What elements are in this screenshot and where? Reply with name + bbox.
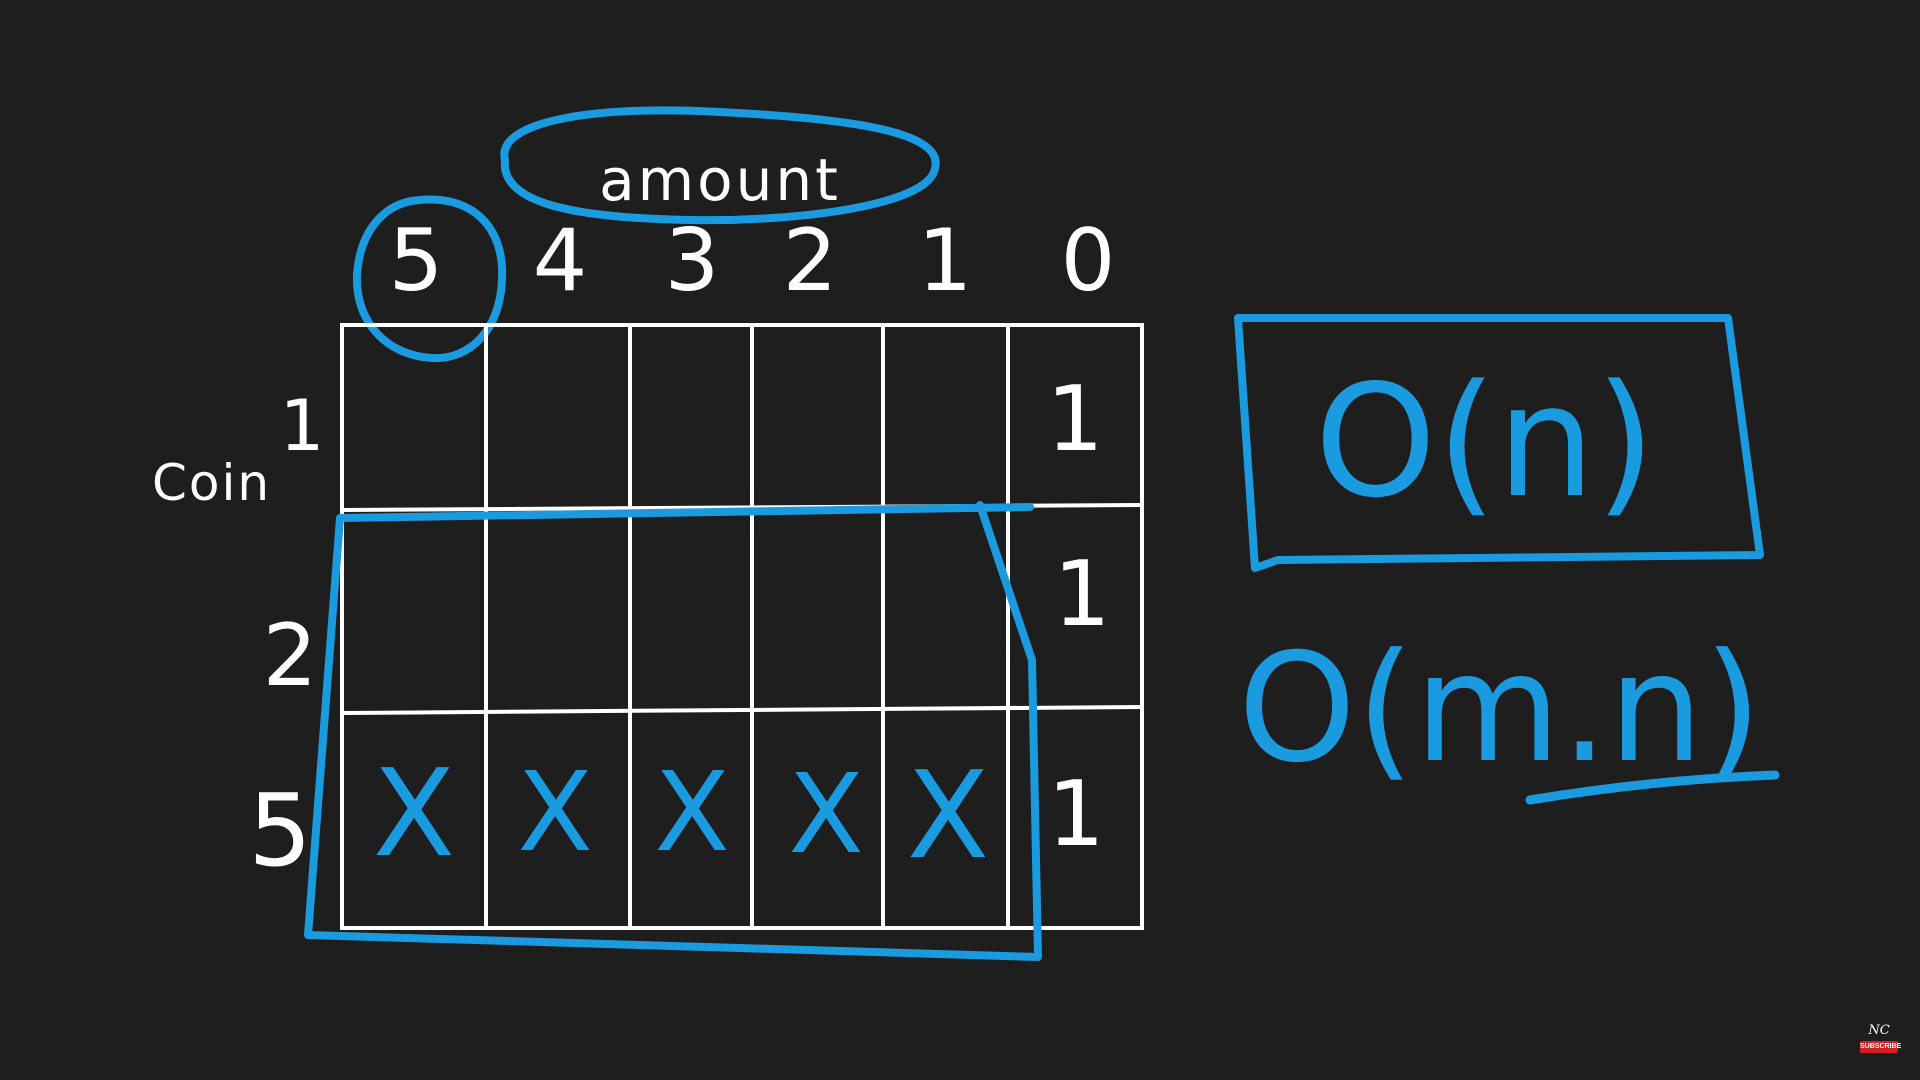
- table-cell: 1: [1046, 367, 1103, 472]
- column-header: 5: [389, 211, 444, 311]
- row-coin-label: 1: [280, 385, 325, 467]
- row-labels: Coin 1 2 5: [152, 385, 324, 889]
- complexity-box-outline: [1234, 314, 1764, 572]
- table-cell: 1: [1053, 542, 1110, 647]
- column-header: 1: [918, 211, 973, 311]
- column-header: 4: [533, 211, 588, 311]
- space-complexity-box: O(n): [1234, 314, 1764, 572]
- amount-ellipse: [500, 106, 940, 225]
- channel-watermark[interactable]: NC SUBSCRIBE: [1860, 1023, 1901, 1060]
- time-complexity: O(m.n): [1238, 622, 1780, 805]
- table-cell-x: X: [517, 748, 592, 876]
- table-cell-x: X: [788, 750, 863, 878]
- table-cell-x: X: [654, 748, 729, 876]
- dp-table-grid: [340, 323, 1144, 930]
- table-cells: 1 1 1 X X X X X: [373, 367, 1111, 886]
- subscribe-badge[interactable]: SUBSCRIBE: [1860, 1041, 1901, 1053]
- complexity-underline: [1525, 770, 1780, 805]
- table-cell-x: X: [907, 747, 989, 886]
- amount-label: amount: [599, 146, 841, 214]
- subproblem-bracket: [304, 501, 1042, 961]
- row-coin-label: 2: [263, 606, 318, 706]
- coin-axis-label: Coin: [152, 454, 271, 512]
- column-header: 2: [783, 211, 838, 311]
- column-header: 3: [665, 211, 720, 311]
- row-coin-label: 5: [248, 772, 312, 889]
- amount-header: amount: [500, 106, 940, 225]
- complexity-other-text: O(m.n): [1238, 622, 1762, 796]
- complexity-boxed-text: O(n): [1314, 351, 1655, 532]
- table-outline: [340, 323, 1144, 930]
- column-5-circle: [352, 195, 507, 363]
- table-cell: 1: [1047, 762, 1104, 867]
- column-header: 0: [1061, 211, 1116, 311]
- row-divider: [341, 705, 1143, 715]
- channel-logo: NC: [1868, 1023, 1890, 1038]
- column-headers: 5 4 3 2 1 0: [352, 195, 1116, 363]
- table-cell-x: X: [373, 745, 455, 884]
